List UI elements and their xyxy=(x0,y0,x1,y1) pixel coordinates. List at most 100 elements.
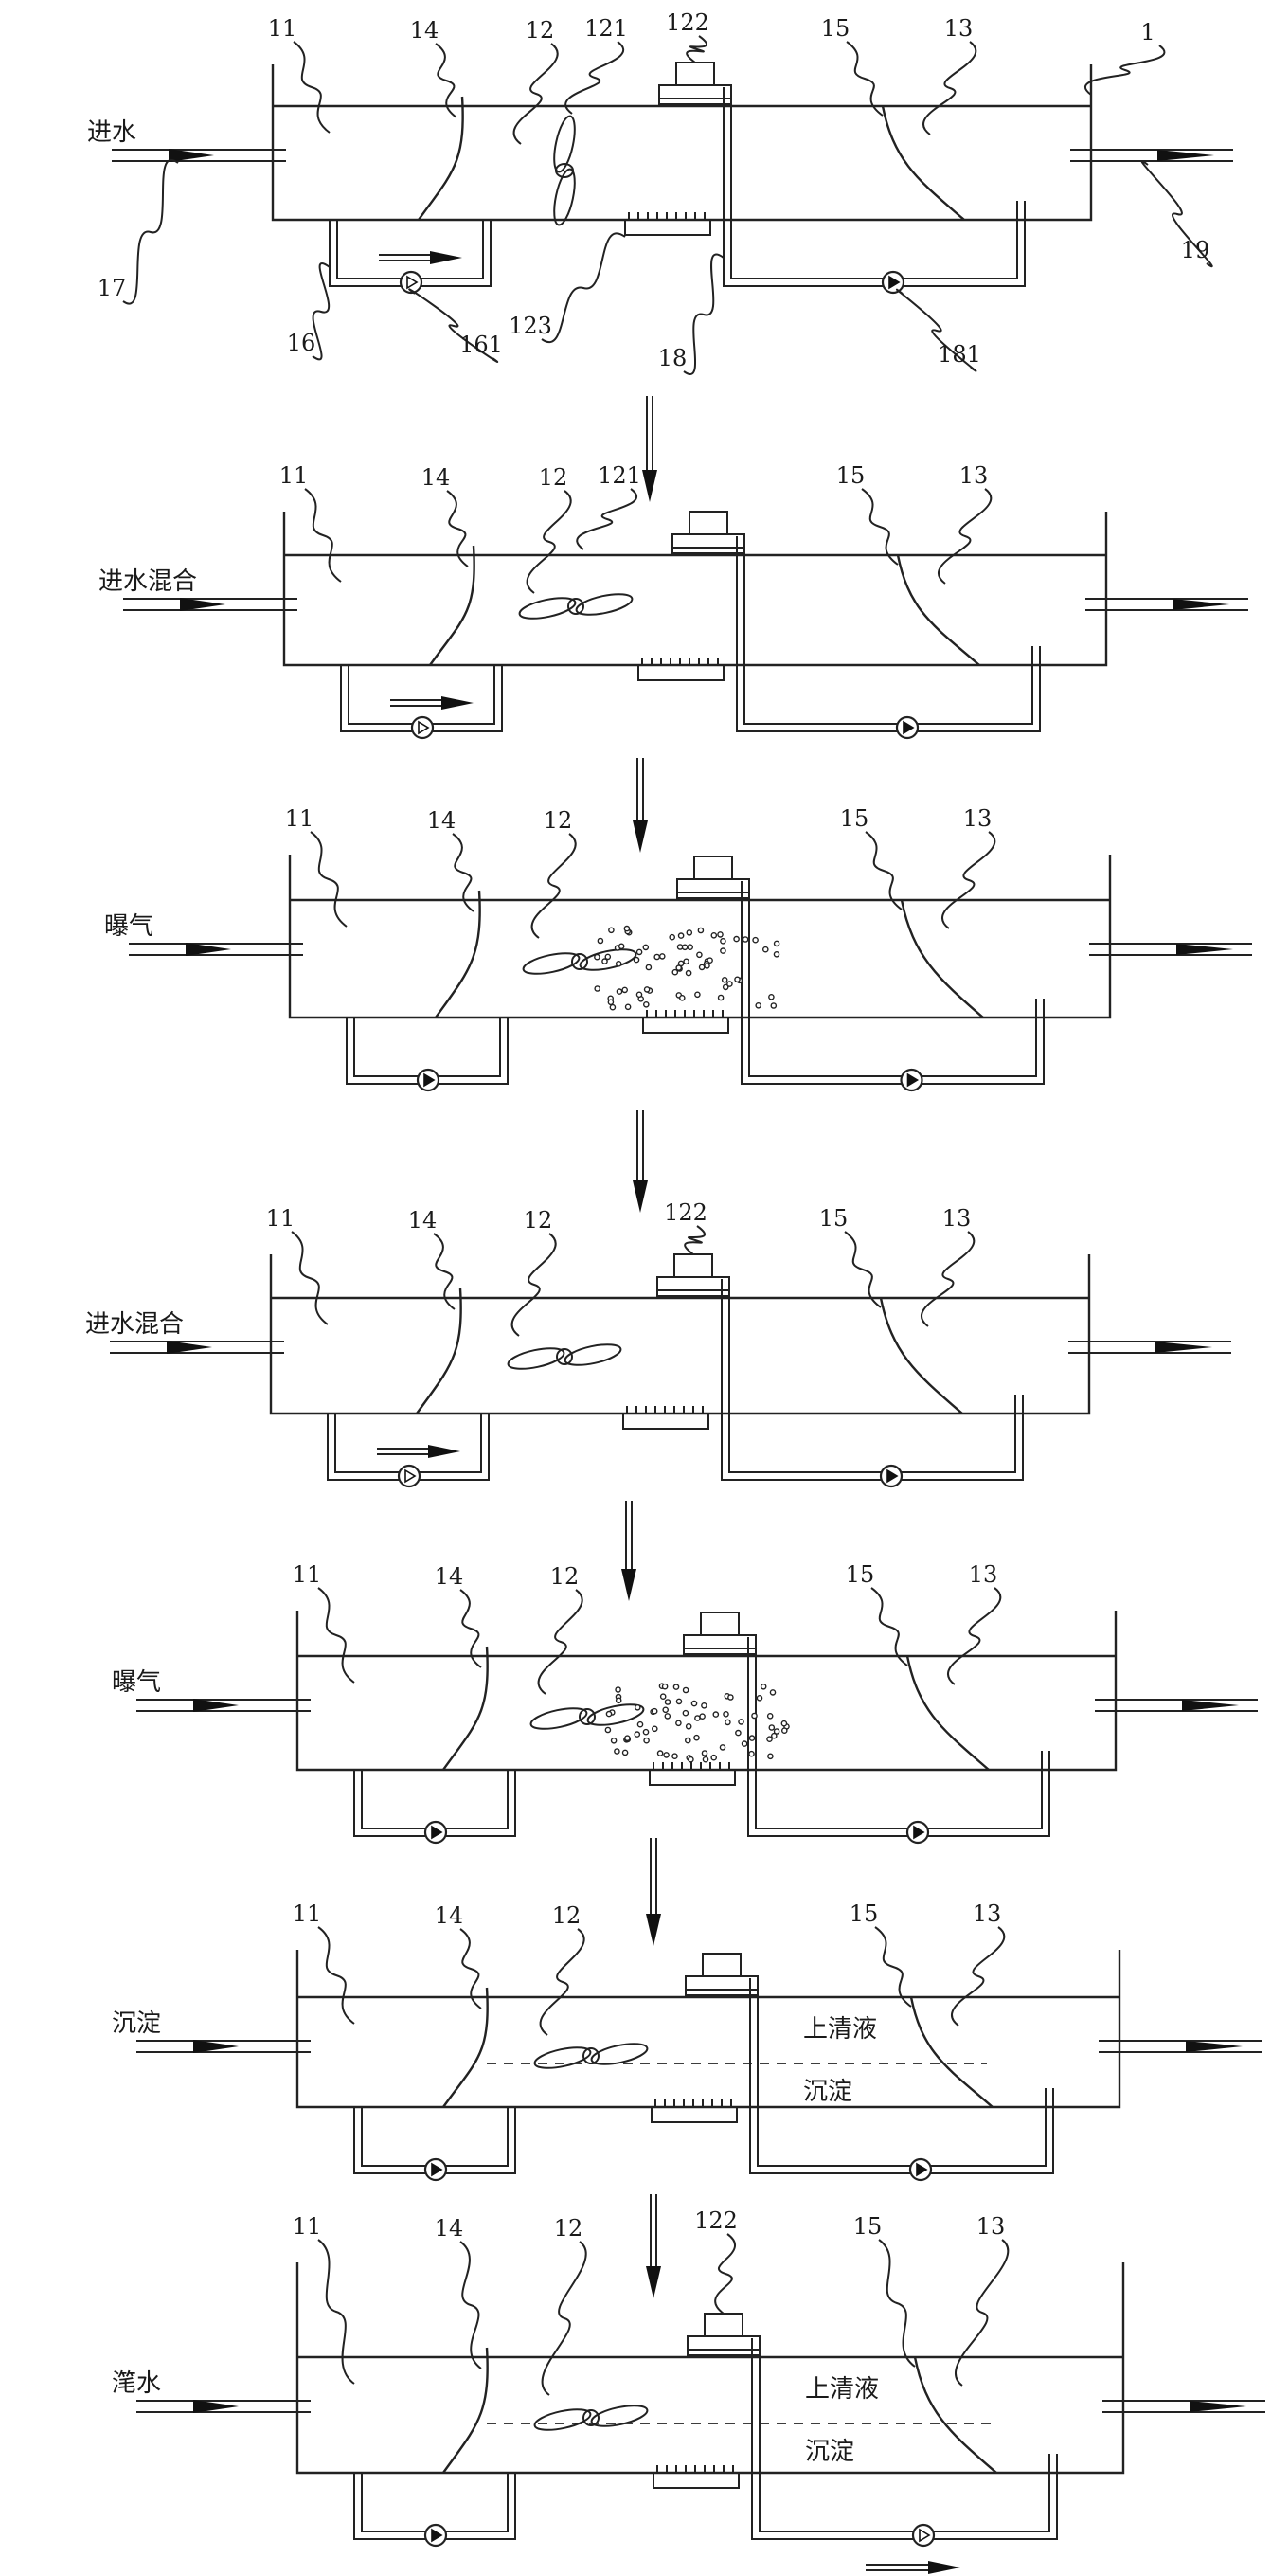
return-pipe-18 xyxy=(747,1637,1050,1837)
aeration-bubbles xyxy=(604,1683,790,1763)
ref-numeral-12: 12 xyxy=(544,807,573,834)
sediment-label: 沉淀 xyxy=(803,2078,852,2106)
outlet-pipe xyxy=(1102,2400,1265,2413)
ref-numeral-11: 11 xyxy=(266,1205,295,1232)
baffle-15 xyxy=(879,1297,963,1414)
ref-numeral-121: 121 xyxy=(598,462,641,489)
recirculation-pump-161 xyxy=(410,715,435,740)
outlet-pipe xyxy=(1070,149,1233,162)
inlet-arrowhead xyxy=(186,943,231,956)
outlet-arrowhead xyxy=(1182,1700,1239,1711)
leader-line xyxy=(446,490,469,567)
ref-numeral-13: 13 xyxy=(944,15,974,42)
leader-line xyxy=(940,831,996,929)
leader-line xyxy=(861,488,899,566)
return-pipe-18 xyxy=(721,1279,1024,1481)
ref-numeral-13: 13 xyxy=(959,462,989,489)
stage-label: 曝气 xyxy=(104,912,153,941)
leader-line xyxy=(1140,160,1213,267)
ref-numeral-13: 13 xyxy=(976,2213,1006,2240)
leader-line xyxy=(895,288,977,372)
recirculation-pump-161 xyxy=(399,270,423,295)
aeration-bubbles xyxy=(594,925,780,1011)
decanter-122 xyxy=(656,1253,730,1297)
decanter-122 xyxy=(676,856,750,899)
leader-line xyxy=(878,2239,916,2368)
ref-numeral-16: 16 xyxy=(287,330,316,356)
ref-numeral-14: 14 xyxy=(435,1563,464,1590)
leader-line xyxy=(922,41,977,135)
ref-numeral-17: 17 xyxy=(98,275,127,301)
return-pipe-18 xyxy=(723,87,1026,287)
leader-line xyxy=(576,488,638,550)
ref-numeral-181: 181 xyxy=(938,341,981,368)
leader-line xyxy=(954,2239,1010,2387)
mixer-121 xyxy=(533,2405,649,2431)
ref-numeral-15: 15 xyxy=(840,805,869,832)
ref-numeral-11: 11 xyxy=(293,2213,322,2240)
outlet-arrowhead xyxy=(1157,150,1214,161)
inlet-pipe xyxy=(136,2400,311,2413)
decanter-122 xyxy=(671,511,745,554)
baffle-15 xyxy=(905,1655,990,1771)
leader-line xyxy=(950,1926,1006,2027)
recirculation-flow-arrow xyxy=(390,696,474,710)
inlet-pipe xyxy=(112,149,286,162)
ref-numeral-13: 13 xyxy=(942,1205,972,1232)
tank-body xyxy=(295,2262,1125,2475)
leader-line xyxy=(537,1589,583,1695)
flow-down-arrow xyxy=(646,1838,661,1946)
leader-line xyxy=(310,831,348,928)
stage-label: 沉淀 xyxy=(112,2009,161,2038)
outlet-pipe xyxy=(1085,598,1248,611)
decanter-122 xyxy=(658,62,732,105)
ref-numeral-123: 123 xyxy=(509,313,552,339)
baffle-15 xyxy=(913,2356,997,2474)
outlet-pipe xyxy=(1095,1699,1258,1712)
return-pump-181 xyxy=(881,270,905,295)
outlet-arrowhead xyxy=(1155,1342,1212,1353)
leader-line xyxy=(564,41,625,115)
inlet-arrowhead xyxy=(169,149,214,162)
leader-line xyxy=(874,1926,912,2008)
ref-numeral-14: 14 xyxy=(435,2215,464,2242)
supernatant-label: 上清液 xyxy=(803,2015,877,2044)
baffle-14 xyxy=(442,2347,489,2474)
recirculation-pump-161 xyxy=(397,1464,421,1488)
aerator-123 xyxy=(622,1406,709,1430)
outlet-pipe xyxy=(1089,943,1252,956)
baffle-14 xyxy=(442,1646,489,1771)
return-pump-181 xyxy=(908,2157,933,2182)
ref-numeral-122: 122 xyxy=(694,2207,738,2234)
leader-line xyxy=(526,490,572,594)
mixer-121 xyxy=(522,948,637,975)
return-pump-181 xyxy=(911,2523,936,2548)
inlet-arrowhead xyxy=(180,598,225,611)
effluent-arrow xyxy=(866,2561,960,2574)
ref-numeral-121: 121 xyxy=(584,15,628,42)
stage-label: 进水 xyxy=(87,118,136,147)
inlet-pipe xyxy=(110,1341,284,1354)
outlet-pipe xyxy=(1099,2040,1262,2053)
return-pipe-18 xyxy=(741,881,1045,1085)
flow-down-arrow xyxy=(621,1501,636,1601)
leader-line xyxy=(846,41,884,117)
leader-line xyxy=(1083,45,1166,96)
inlet-arrowhead xyxy=(193,1699,239,1712)
recirculation-flow-arrow xyxy=(377,1445,460,1458)
mixer-121 xyxy=(507,1343,622,1370)
return-pipe-18 xyxy=(751,2338,1058,2540)
flow-down-arrow xyxy=(642,396,657,502)
ref-numeral-14: 14 xyxy=(435,1902,464,1929)
ref-numeral-12: 12 xyxy=(554,2215,583,2242)
flow-down-arrow xyxy=(646,2194,661,2298)
ref-numeral-12: 12 xyxy=(526,17,555,44)
return-pump-181 xyxy=(905,1820,930,1845)
tank-body xyxy=(269,1254,1091,1415)
ref-numeral-15: 15 xyxy=(819,1205,849,1232)
ref-numeral-13: 13 xyxy=(973,1900,1002,1927)
ref-numeral-14: 14 xyxy=(408,1207,438,1234)
ref-numeral-15: 15 xyxy=(850,1900,879,1927)
